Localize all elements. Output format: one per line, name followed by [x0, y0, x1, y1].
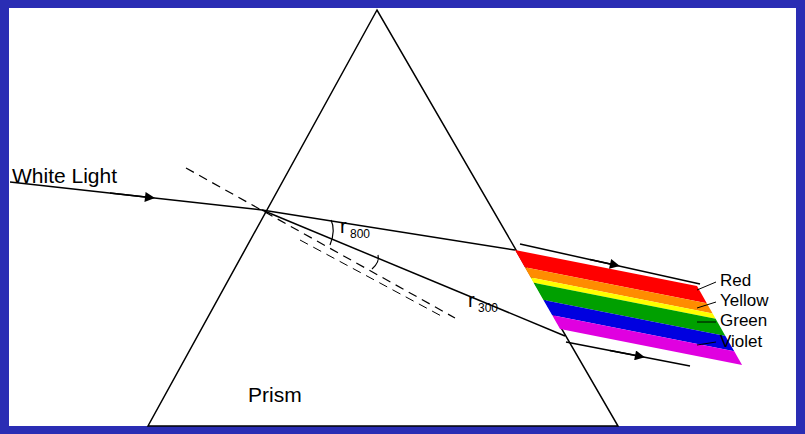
red-ray [262, 210, 515, 250]
color-label: Violet [720, 333, 762, 350]
color-label: Yellow [720, 292, 769, 309]
leader-line [697, 282, 716, 290]
violet-ray [262, 210, 565, 336]
spectrum-band [552, 315, 742, 365]
normal-line [300, 240, 445, 318]
angle-subscript: 800 [350, 228, 370, 240]
prism-outline [148, 10, 618, 426]
leader-line [697, 342, 716, 345]
angle-symbol: r [340, 216, 347, 236]
caption-label: White Light [12, 165, 117, 186]
color-label: Green [720, 312, 767, 329]
angle-subscript: 300 [478, 302, 498, 314]
normal-line [186, 168, 455, 318]
angle-arc [330, 220, 333, 245]
spectrum-bands [515, 250, 742, 365]
color-label: Red [720, 272, 751, 289]
arrow-head [610, 351, 640, 357]
exit-ray [520, 244, 700, 284]
arrow-head [110, 193, 150, 198]
exit-ray [566, 342, 690, 366]
arrow-head [590, 260, 615, 266]
angle-symbol: r [468, 290, 475, 310]
leader-line [697, 302, 716, 308]
angle-arc [372, 255, 378, 269]
incoming-ray [10, 182, 262, 210]
leader-line [697, 322, 716, 323]
prism-label: Prism [248, 384, 302, 405]
